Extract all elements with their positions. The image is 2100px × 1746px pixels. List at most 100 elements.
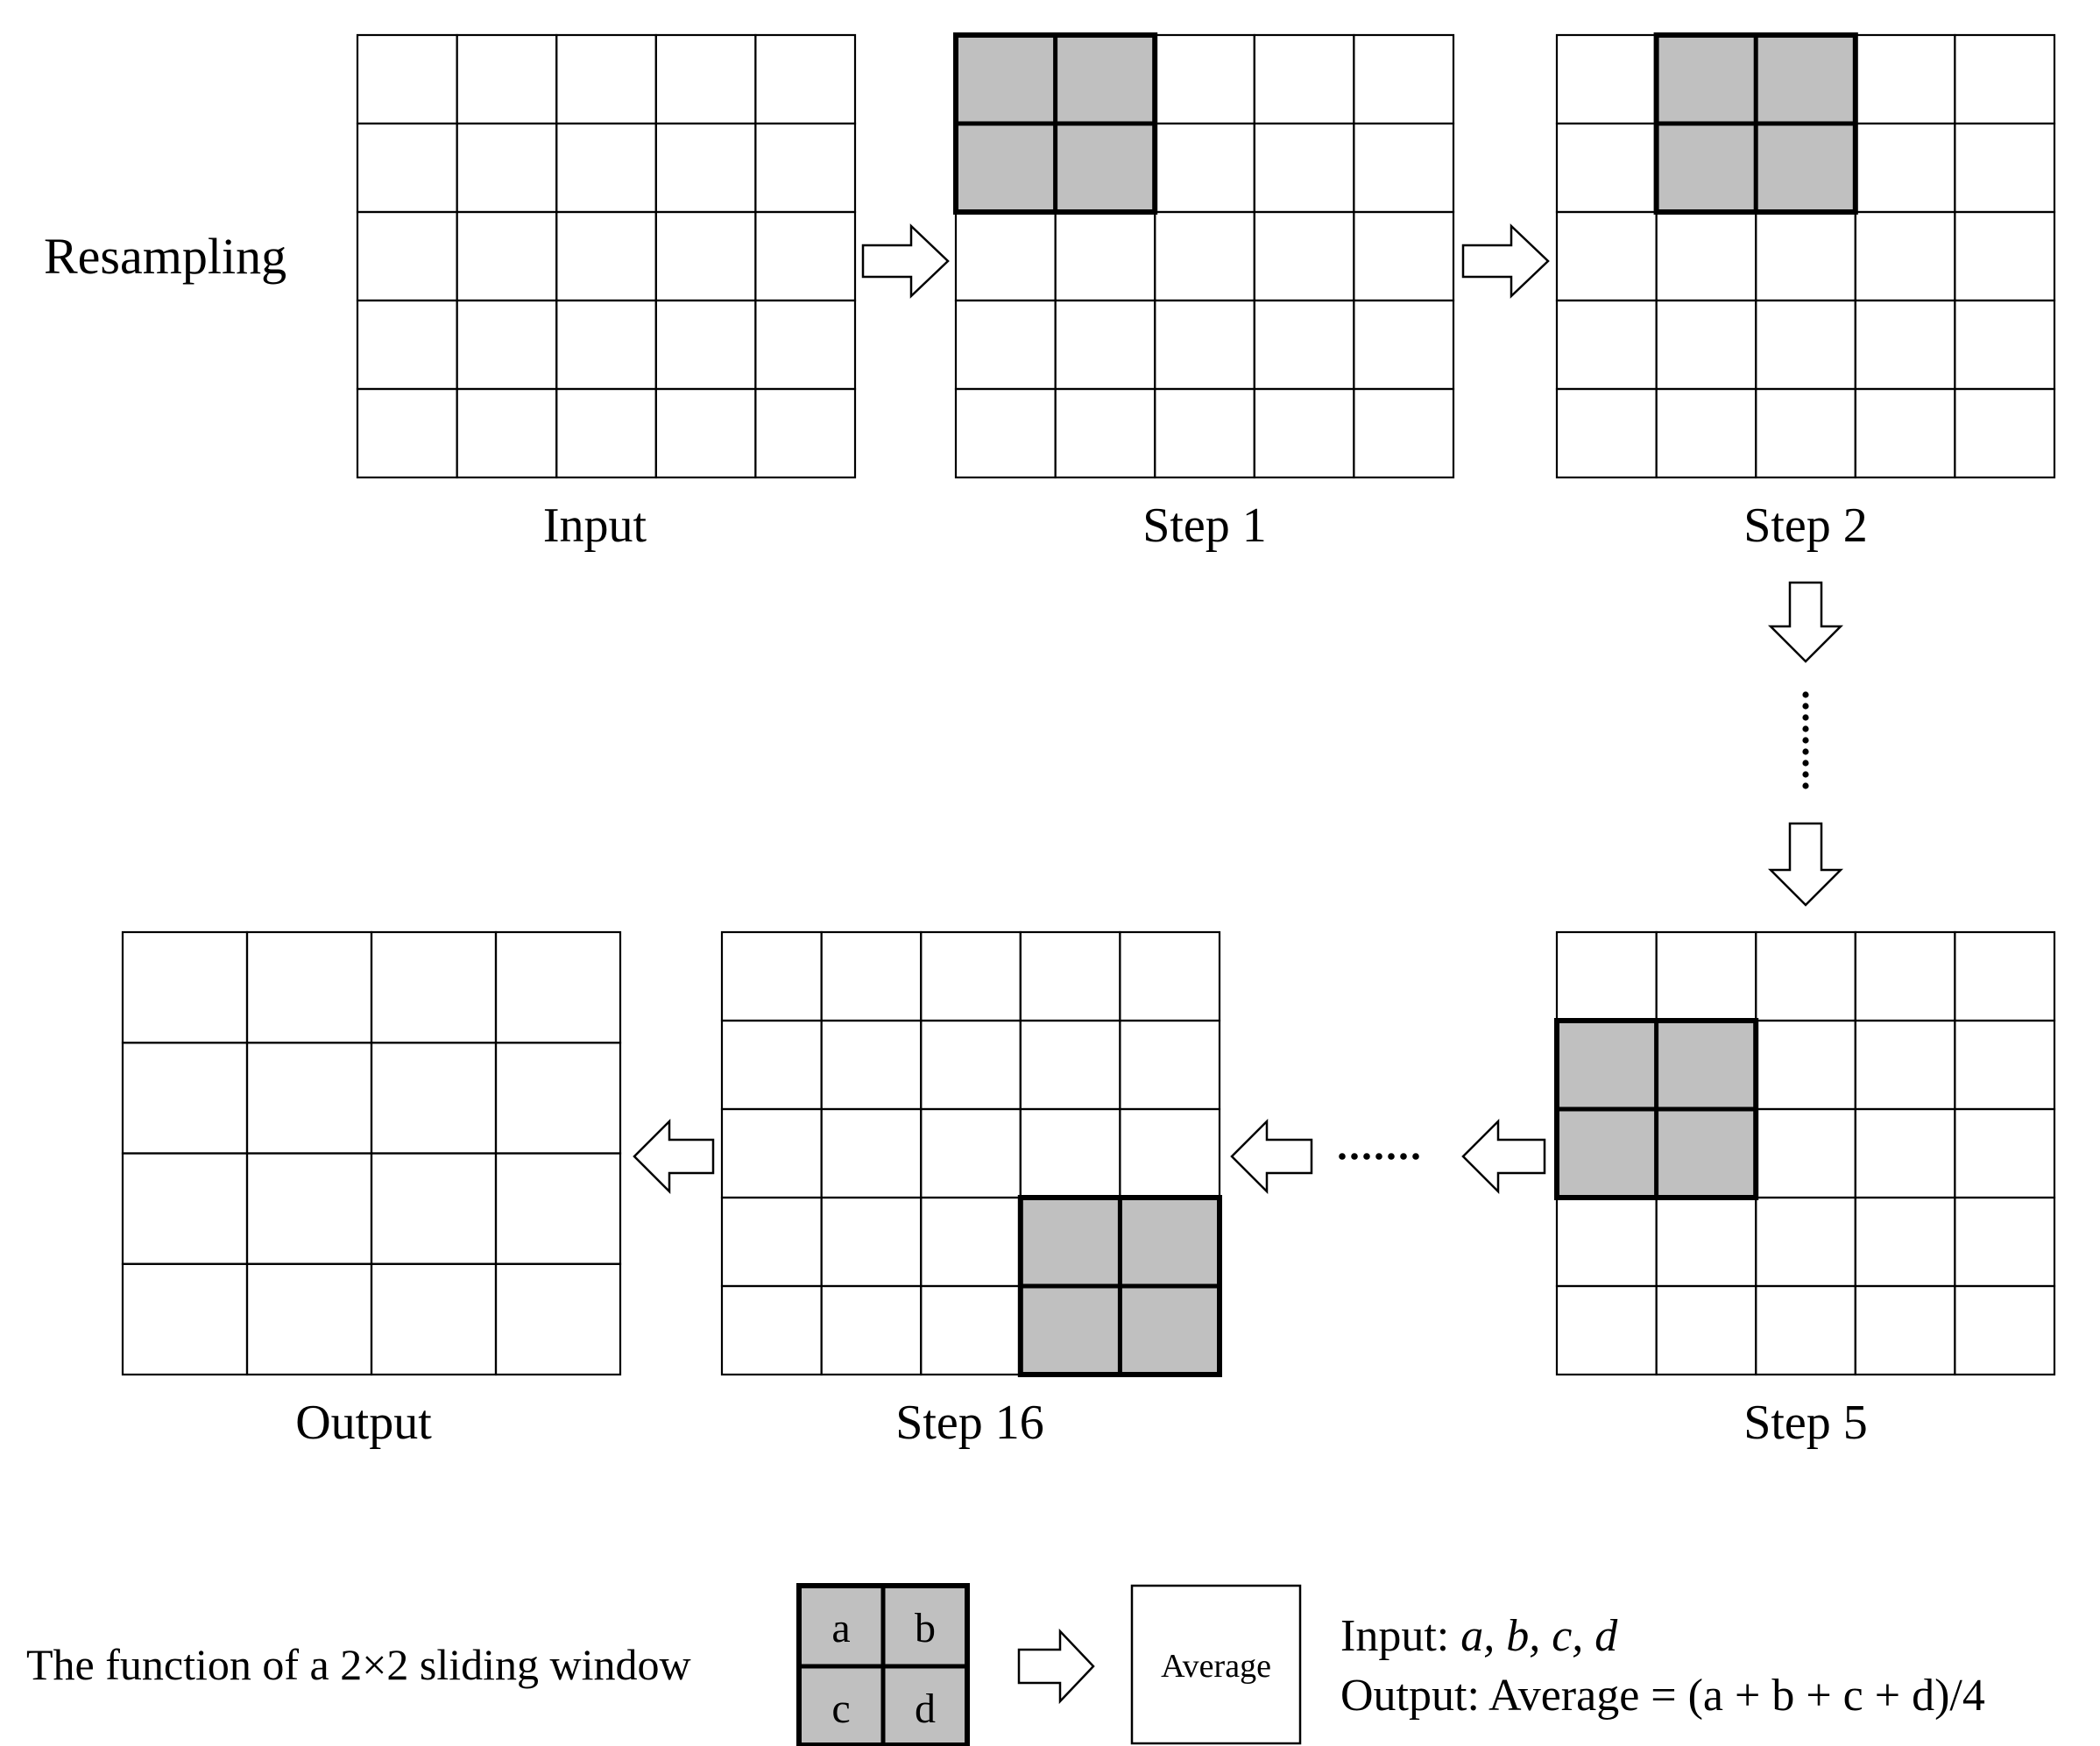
ellipsis-dot (1802, 725, 1809, 732)
grid-cell (1854, 930, 1956, 1022)
grid-cell (1119, 930, 1221, 1022)
grid-cell (820, 1284, 923, 1376)
grid-cell (1054, 299, 1156, 391)
grid-cell (1854, 210, 1956, 302)
grid-cell (1854, 299, 1956, 391)
ellipsis-dot (1375, 1153, 1382, 1160)
grid-cell (1253, 387, 1355, 479)
grid-cell (820, 1019, 923, 1111)
grid-cell (920, 1107, 1022, 1199)
ellipsis-dot (1339, 1153, 1346, 1160)
grid-cell (654, 122, 757, 214)
grid-cell (1854, 1019, 1956, 1111)
legend-window: a b c d (796, 1583, 970, 1746)
grid-cell (1353, 299, 1455, 391)
arrow-left-icon (1230, 1118, 1313, 1195)
grid-cell (754, 33, 857, 125)
grid-cell (1655, 210, 1757, 302)
grid-cell (555, 33, 657, 125)
ellipsis-dot (1363, 1153, 1370, 1160)
grid-cell (1954, 33, 2056, 125)
arrow-right-icon (1461, 223, 1550, 299)
grid-cell (121, 1262, 249, 1376)
ellipsis-dot (1802, 782, 1809, 789)
grid-cell (754, 210, 857, 302)
legend-input-vars: a, b, c, d (1460, 1611, 1618, 1661)
grid-cell (494, 1042, 622, 1155)
input-label: Input (543, 498, 647, 553)
grid-cell (1655, 299, 1757, 391)
ellipsis-icon (1802, 691, 1809, 789)
input-grid (356, 33, 857, 479)
grid-cell (654, 387, 757, 479)
legend-output-line: Output: Average = (a + b + c + d)/4 (1340, 1671, 1985, 1721)
grid-cell (1854, 387, 1956, 479)
grid-cell (1555, 210, 1658, 302)
grid-cell (1019, 1019, 1121, 1111)
grid-cell (1555, 299, 1658, 391)
grid-cell (370, 1152, 498, 1265)
grid-cell (1954, 1284, 2056, 1376)
grid-cell (754, 387, 857, 479)
grid-cell (456, 122, 558, 214)
grid-cell (1054, 387, 1156, 479)
grid-cell (920, 1019, 1022, 1111)
average-box: Average (1130, 1584, 1302, 1745)
grid-cell (245, 1152, 373, 1265)
grid-cell (720, 930, 823, 1022)
grid-cell (1019, 1107, 1121, 1199)
grid-cell (1954, 1019, 2056, 1111)
ellipsis-dot (1351, 1153, 1358, 1160)
grid-cell (456, 210, 558, 302)
step2-label: Step 2 (1743, 498, 1868, 553)
grid-cell (494, 1262, 622, 1376)
grid-cell (1854, 1196, 1956, 1288)
grid-cell (456, 33, 558, 125)
arrow-left-icon (633, 1118, 715, 1195)
grid-cell (245, 930, 373, 1044)
ellipsis-dot (1388, 1153, 1395, 1160)
grid-cell (1154, 299, 1255, 391)
grid-cell (1353, 387, 1455, 479)
grid-cell (1119, 1019, 1221, 1111)
grid-cell (920, 930, 1022, 1022)
grid-cell (1154, 387, 1255, 479)
grid-cell (1555, 387, 1658, 479)
ellipsis-dot (1802, 737, 1809, 744)
arrow-left-icon (1461, 1118, 1546, 1195)
ellipsis-dot (1802, 748, 1809, 755)
grid-cell (1555, 1284, 1658, 1376)
grid-cell (1954, 299, 2056, 391)
grid-cell (1954, 930, 2056, 1022)
grid-cell (494, 930, 622, 1044)
grid-cell (1755, 210, 1856, 302)
ellipsis-icon (1339, 1153, 1419, 1160)
step5-label: Step 5 (1743, 1396, 1868, 1450)
step1-label: Step 1 (1142, 498, 1267, 553)
grid-cell (1154, 210, 1255, 302)
grid-cell (1655, 1284, 1757, 1376)
grid-cell (1253, 33, 1355, 125)
output-label: Output (295, 1396, 432, 1450)
arrow-down-icon (1767, 822, 1844, 907)
diagram-title: Resampling (44, 228, 286, 285)
grid-cell (245, 1262, 373, 1376)
grid-cell (555, 122, 657, 214)
grid-cell (456, 299, 558, 391)
grid-cell (754, 122, 857, 214)
grid-cell (1353, 122, 1455, 214)
grid-cell (1253, 210, 1355, 302)
legend-cell-a: a (831, 1605, 850, 1651)
grid-cell (654, 33, 757, 125)
legend-output-prefix: Output: Average = (1340, 1671, 1688, 1721)
ellipsis-dot (1802, 714, 1809, 721)
grid-cell (1019, 930, 1121, 1022)
grid-cell (754, 299, 857, 391)
step16-label: Step 16 (895, 1396, 1044, 1450)
grid-cell (370, 1042, 498, 1155)
grid-cell (1555, 122, 1658, 214)
ellipsis-dot (1412, 1153, 1419, 1160)
grid-cell (1854, 1107, 1956, 1199)
ellipsis-dot (1400, 1153, 1407, 1160)
